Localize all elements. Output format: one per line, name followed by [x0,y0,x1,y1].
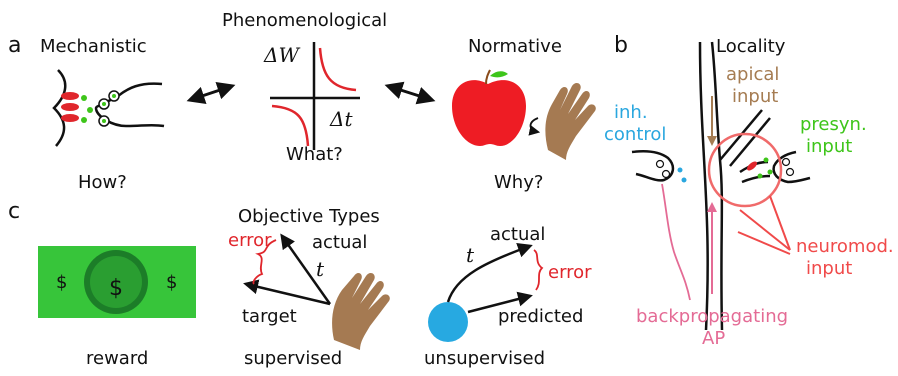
backprop-label-2: AP [702,328,725,349]
neuromod-label-1: neuromod. [796,236,894,257]
presyn-terminal [747,150,811,184]
normative-label: Normative [468,36,562,57]
supervised-diagram [243,233,332,306]
panel-b-letter: b [614,33,628,58]
unsupervised-error-label: error [548,262,592,283]
presyn-label-1: presyn. [800,114,867,135]
inh-label-1: inh. [614,102,648,123]
unsupervised-diagram [428,243,544,342]
neuromod-line-1 [739,209,791,251]
unsupervised-t-label: t [466,243,475,267]
supervised-t-label: t [316,257,325,281]
arrow-phen-norm [384,81,436,105]
money-big-dollar: $ [109,276,123,301]
apical-label-2: input [732,86,778,107]
reach-arrow [528,117,541,136]
money-right-dollar: $ [166,272,177,293]
apical-label-1: apical [726,64,779,85]
target-label: target [242,306,297,327]
objective-types-title: Objective Types [238,206,380,227]
stdp-plot [270,42,360,150]
hand-icon-normative [545,83,596,160]
mechanistic-label: Mechanistic [40,36,147,57]
ap-trace [661,183,691,301]
hand-icon-supervised [332,273,390,350]
apple-icon [452,69,526,146]
supervised-label: supervised [244,348,342,369]
panel-a-letter: a [8,33,21,58]
synapse-illustration [52,69,165,147]
neuromod-label-2: input [806,258,852,279]
locality-circle [707,132,783,208]
supervised-error-label: error [228,230,272,251]
arrow-mech-phen [186,82,236,104]
neuromod-line-2 [737,231,791,255]
delta-w-label: ΔW [263,43,300,67]
why-label: Why? [494,172,543,193]
money-bill-icon [38,246,196,318]
how-label: How? [78,172,127,193]
presyn-label-2: input [806,136,852,157]
reward-label: reward [86,348,148,369]
what-label: What? [286,144,343,165]
panel-c-letter: c [8,199,20,224]
locality-title: Locality [716,36,786,57]
backprop-label-1: backpropagating [636,306,788,327]
unsupervised-actual-label: actual [490,224,545,245]
phenomenological-label: Phenomenological [222,10,387,31]
supervised-actual-label: actual [312,232,367,253]
inh-label-2: control [604,124,666,145]
unsupervised-label: unsupervised [424,348,545,369]
predicted-label: predicted [498,306,583,327]
delta-t-label: Δt [329,107,353,131]
neuromod-line-3 [769,195,791,251]
money-left-dollar: $ [56,272,67,293]
inh-terminal [631,150,687,183]
